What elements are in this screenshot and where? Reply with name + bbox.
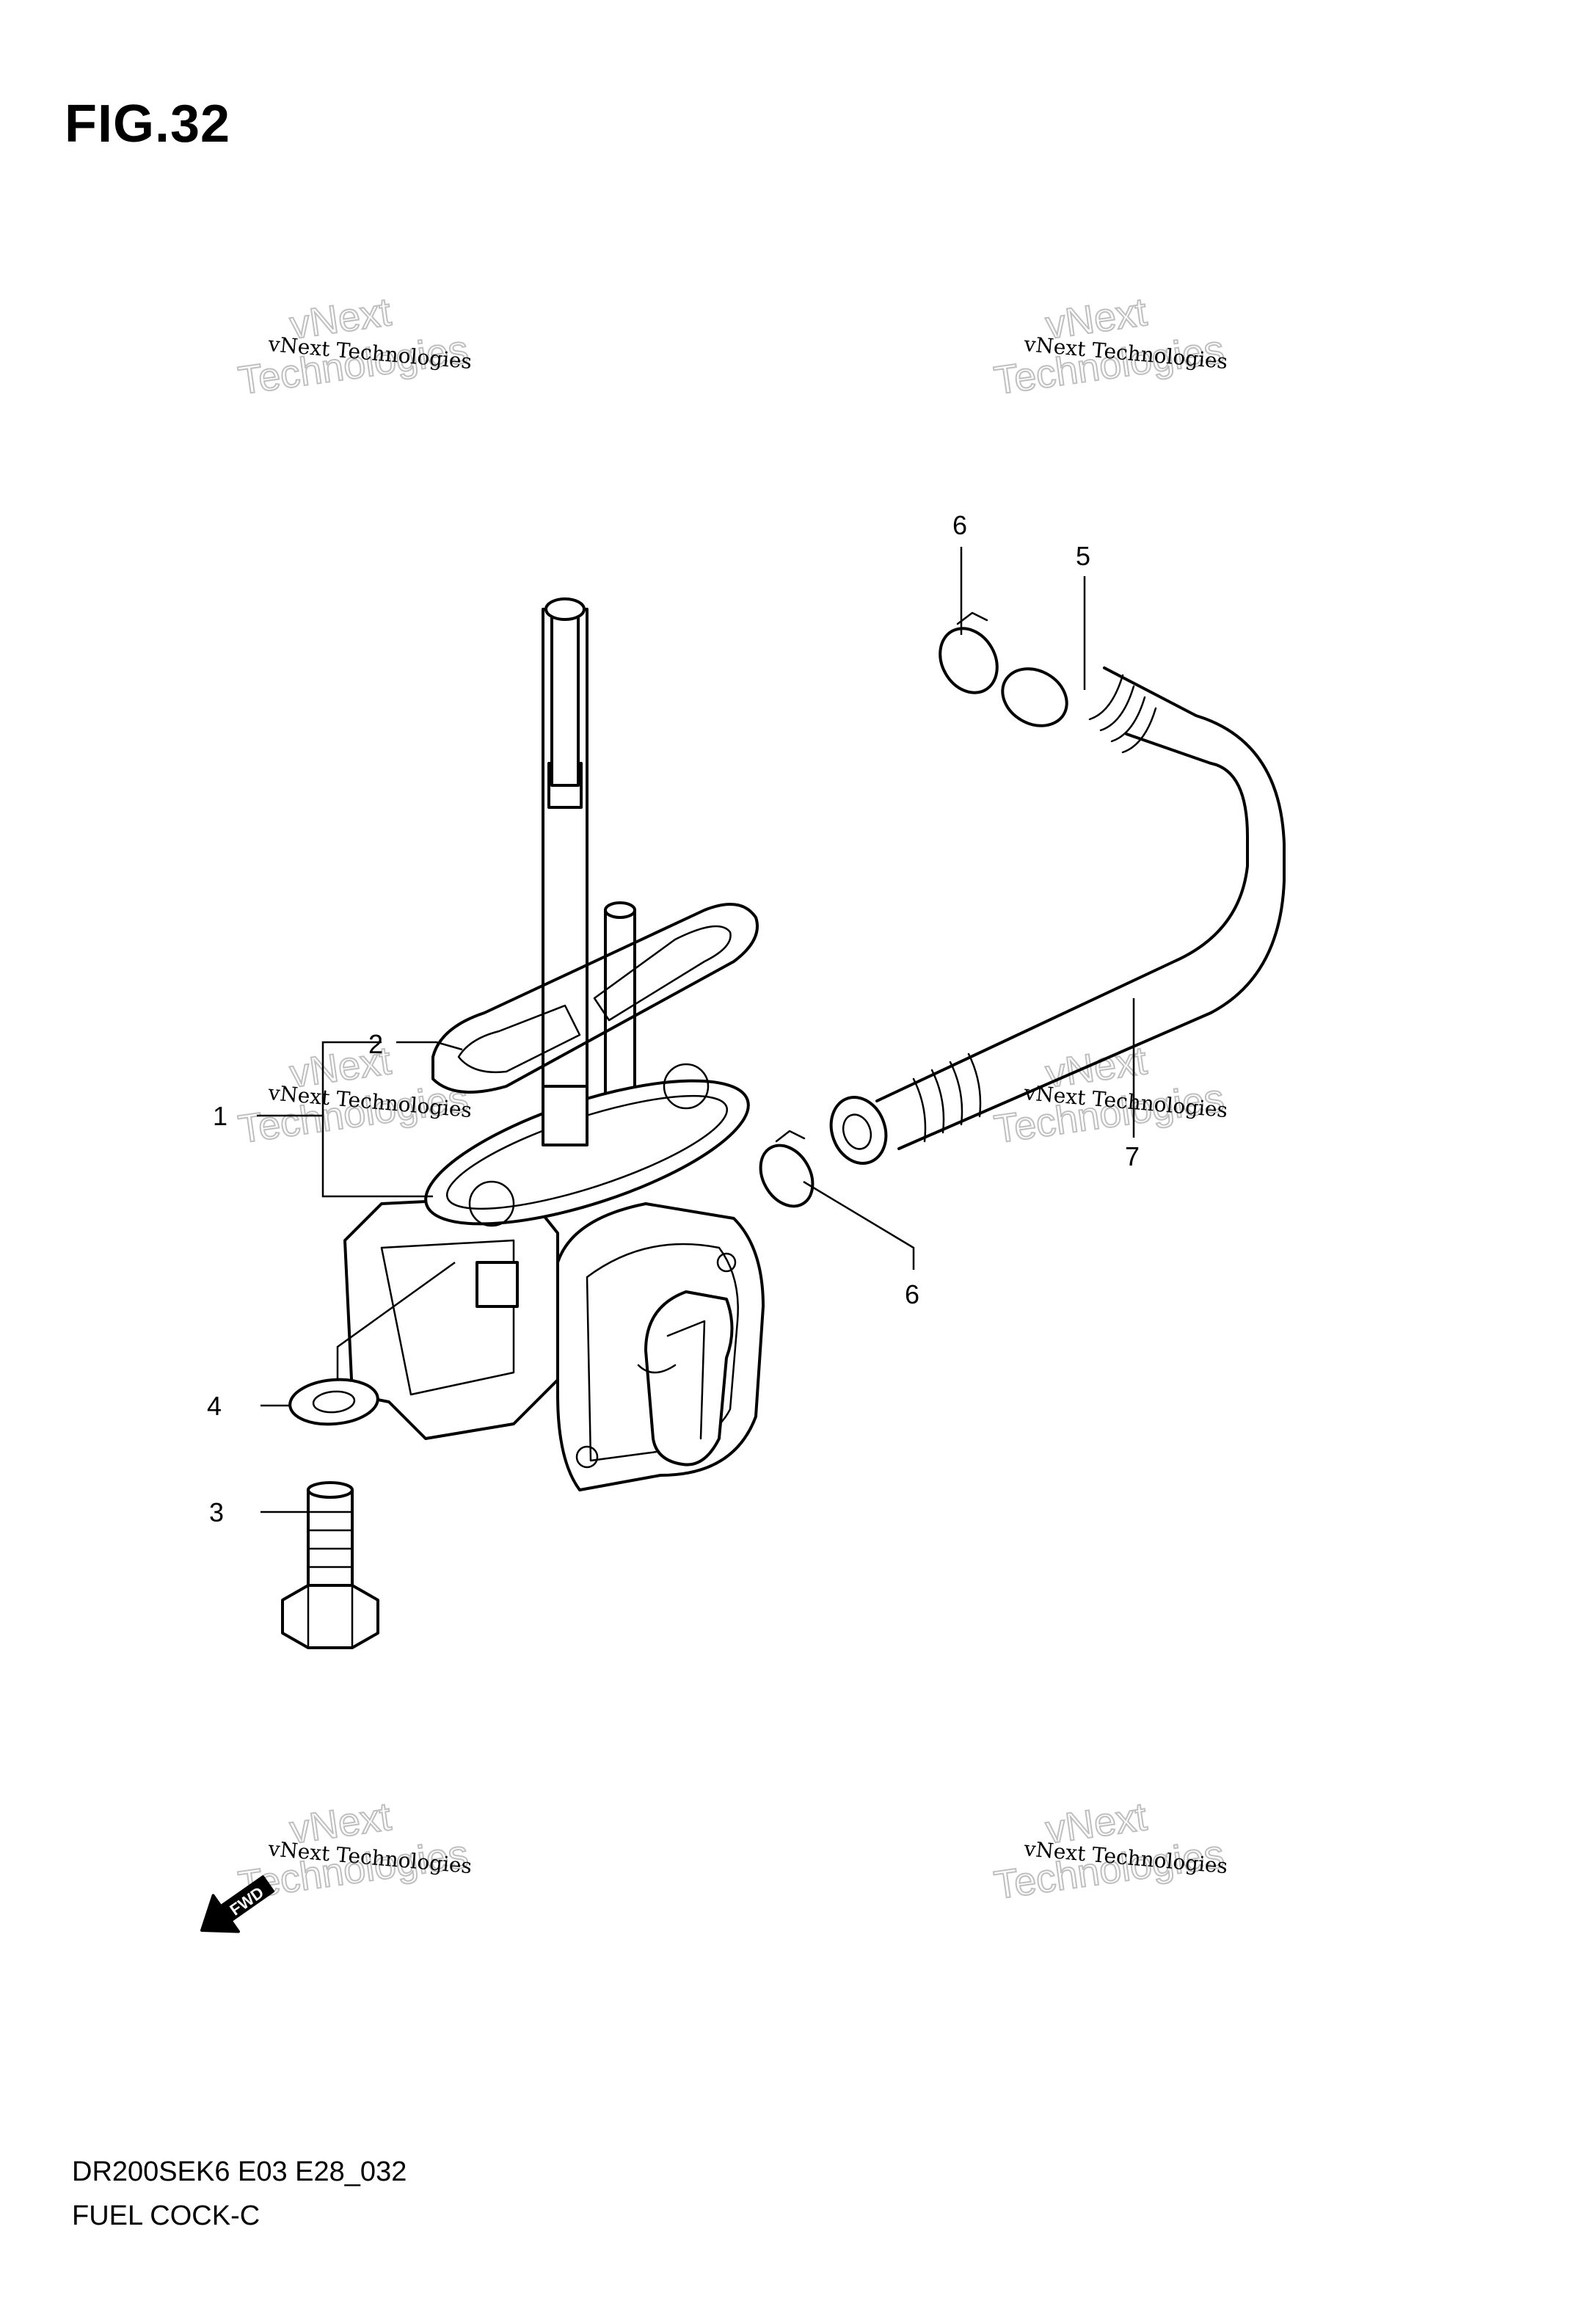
callout-2: 2: [368, 1029, 383, 1059]
part-2-gasket: [431, 903, 759, 1094]
leader-lines: [257, 547, 1135, 1513]
part-3-screw: [281, 1481, 379, 1649]
callout-5: 5: [1076, 541, 1090, 571]
callout-6-upper: 6: [952, 510, 967, 540]
part-1-fuel-cock-assembly: [343, 597, 765, 1491]
diagram-name: FUEL COCK-C: [72, 2200, 260, 2231]
part-4-washer: [288, 1378, 379, 1426]
part-6-clamp-upper: [939, 611, 999, 694]
callouts: 2 1 4 3 5 6 6 7: [207, 510, 1140, 1527]
callout-7: 7: [1125, 1141, 1140, 1171]
callout-1: 1: [213, 1101, 227, 1131]
figure-title: FIG.32: [65, 95, 231, 153]
part-7-fuel-hose: [829, 666, 1286, 1165]
callout-3: 3: [209, 1497, 224, 1527]
callout-4: 4: [207, 1391, 222, 1421]
part-6-clamp-lower: [759, 1130, 815, 1208]
callout-6-lower: 6: [905, 1279, 919, 1309]
diagram-code: DR200SEK6 E03 E28_032: [72, 2156, 407, 2187]
